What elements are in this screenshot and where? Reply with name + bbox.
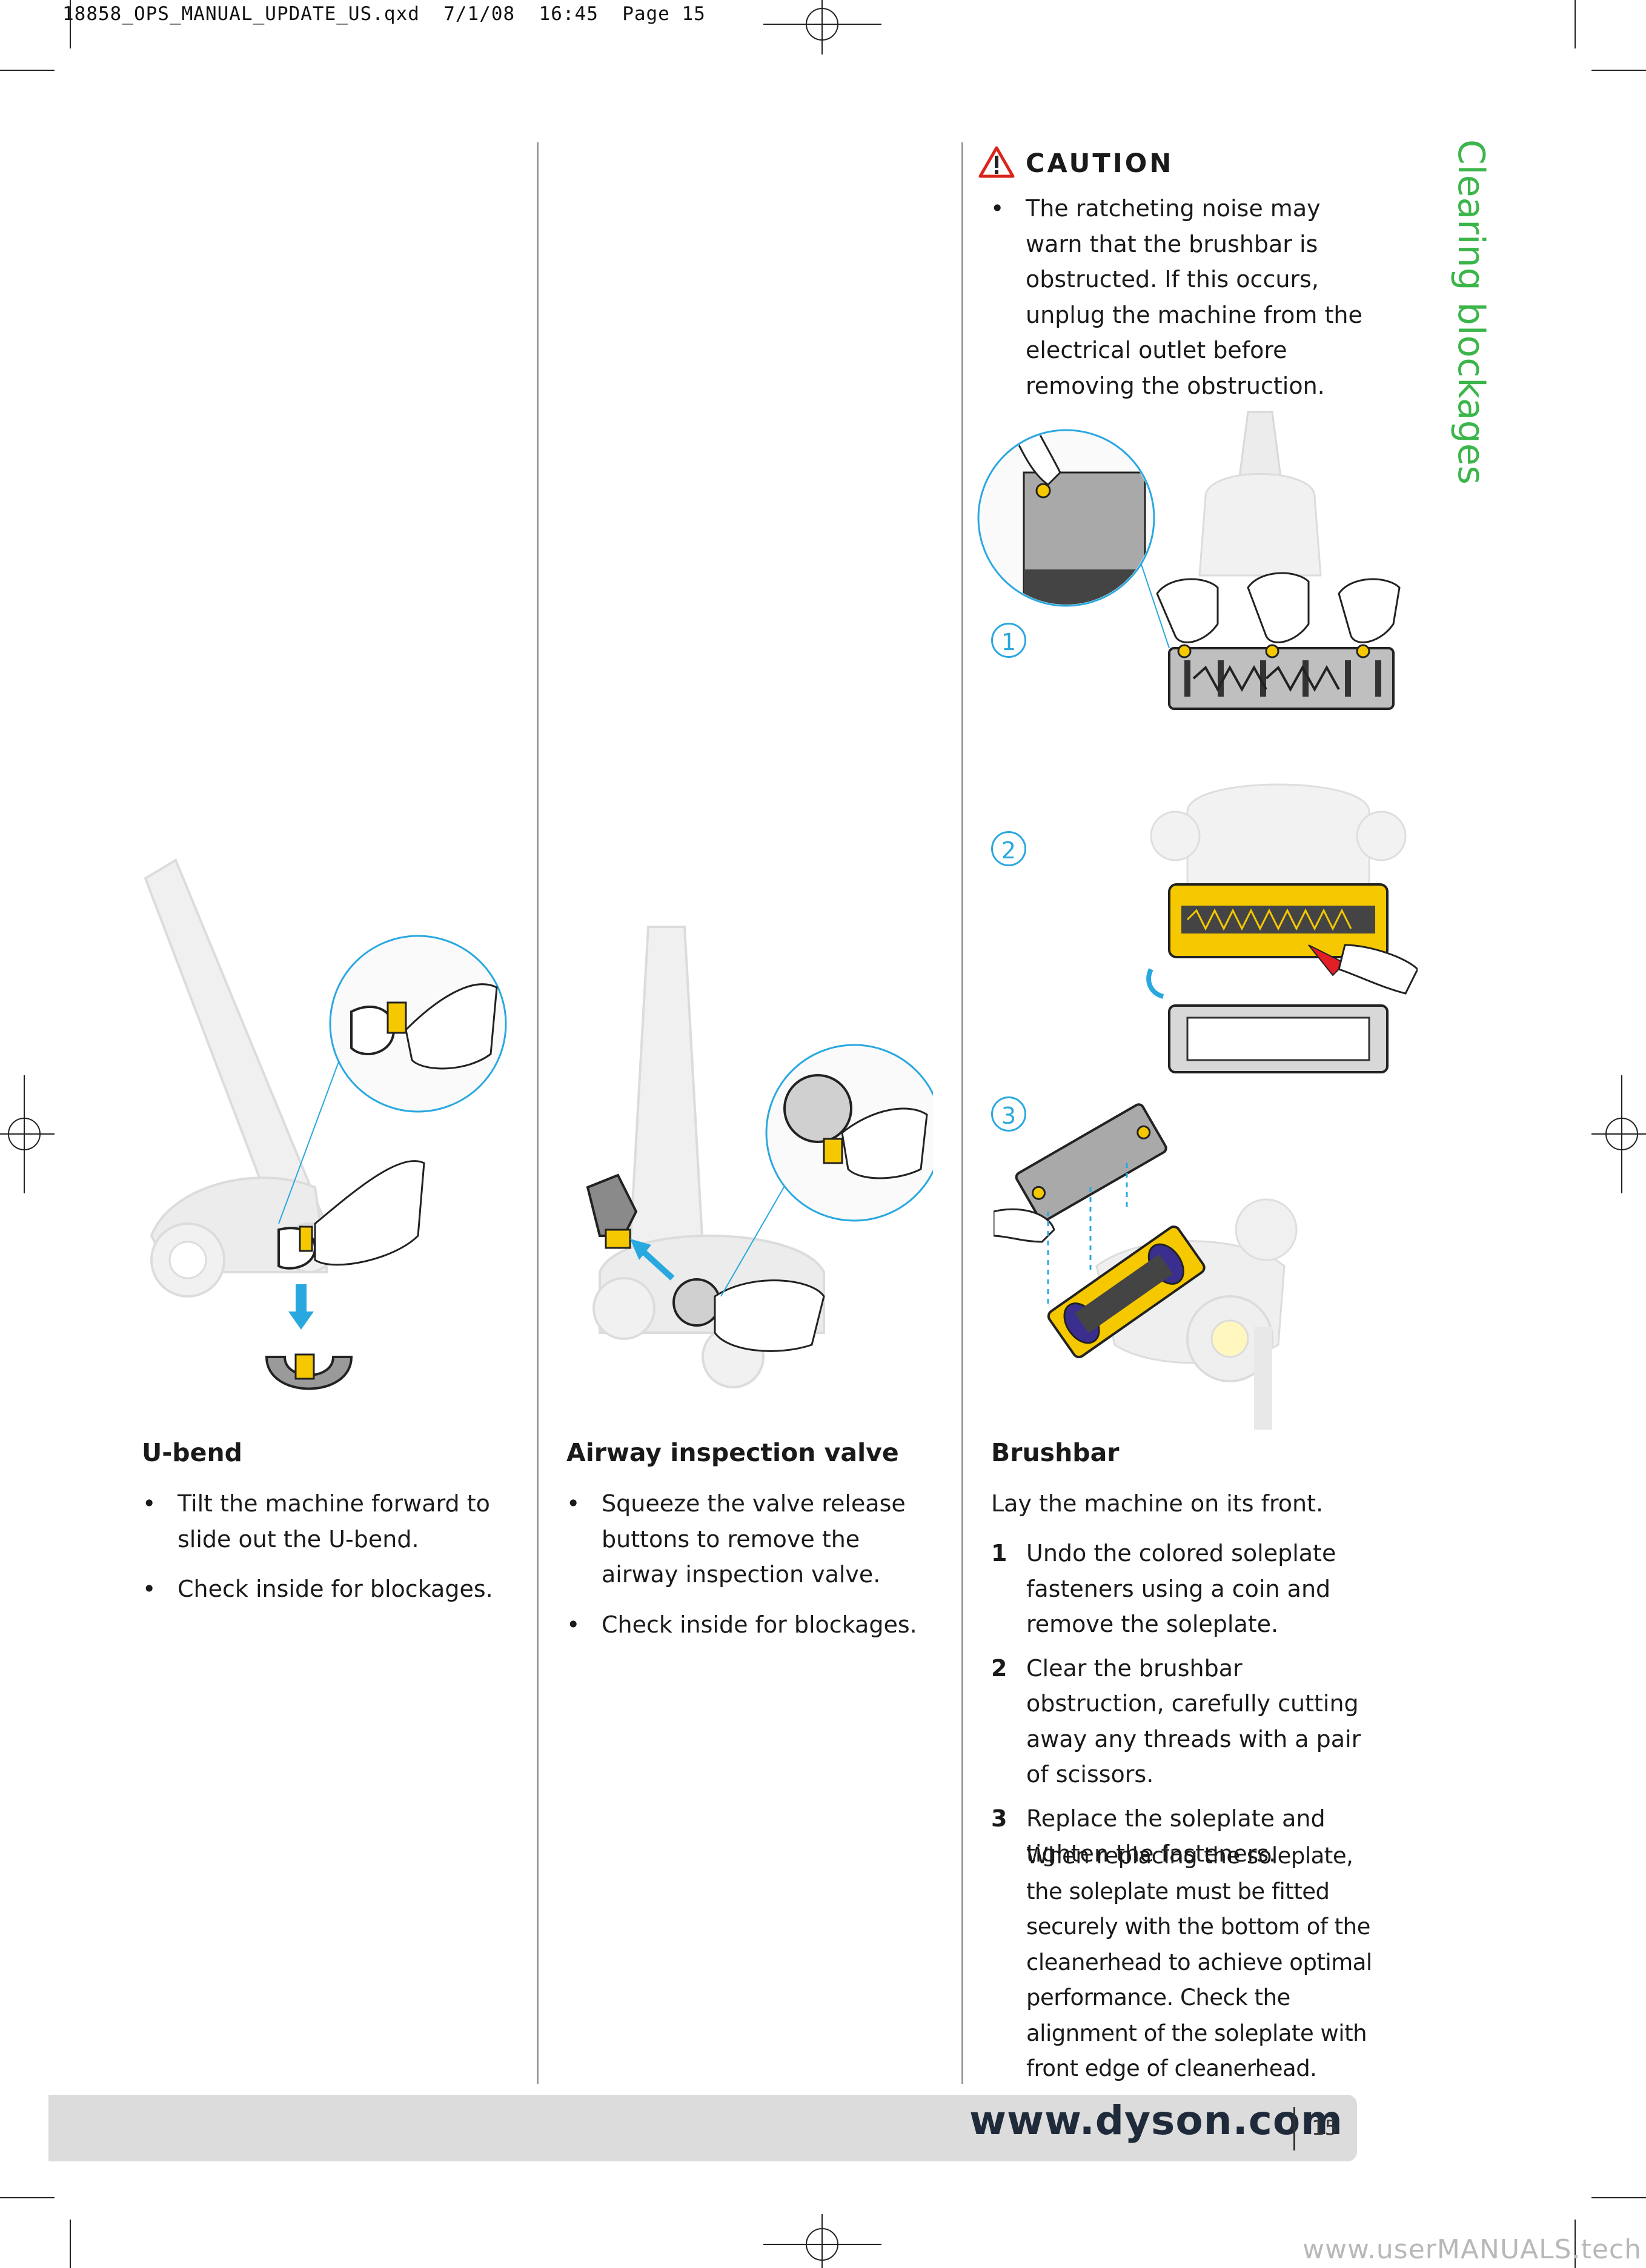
- arrow-down-icon: [288, 1311, 314, 1330]
- list-item: Check inside for blockages.: [566, 1607, 942, 1643]
- airway-list: Squeeze the valve release buttons to rem…: [566, 1486, 942, 1657]
- page-number: 15: [1312, 2116, 1338, 2140]
- brushbar-heading: Brushbar: [991, 1438, 1120, 1467]
- airway-heading: Airway inspection valve: [566, 1438, 899, 1467]
- ubend-heading: U-bend: [142, 1438, 243, 1467]
- soleplate-removal-illustration: [977, 411, 1401, 710]
- step-badge-3: 3: [991, 1096, 1026, 1132]
- footer-url[interactable]: www.dyson.com: [969, 2097, 1343, 2144]
- warning-triangle-icon: [978, 146, 1015, 178]
- list-item: Check inside for blockages.: [142, 1571, 506, 1607]
- caution-list: The ratcheting noise may warn that the b…: [991, 191, 1378, 418]
- section-title: Clearing blockages: [1450, 139, 1492, 485]
- brushbar-note: When replacing the soleplate, the solepl…: [1026, 1843, 1372, 2081]
- step-badge-2: 2: [991, 831, 1026, 866]
- footer-divider: [1293, 2107, 1295, 2150]
- column-divider: [961, 142, 963, 2084]
- soleplate-replace-illustration: [994, 1103, 1298, 1430]
- ubend-illustration: [144, 858, 507, 1390]
- print-header: 18858_OPS_MANUAL_UPDATE_US.qxd 7/1/08 16…: [62, 3, 706, 25]
- brushbar-intro: Lay the machine on its front.: [991, 1490, 1324, 1517]
- brushbar-cutting-illustration: [1146, 783, 1418, 1073]
- caution-text: The ratcheting noise may warn that the b…: [991, 191, 1378, 403]
- list-item: Squeeze the valve release buttons to rem…: [566, 1486, 942, 1593]
- ubend-list: Tilt the machine forward to slide out th…: [142, 1486, 506, 1622]
- airway-valve-illustration: [586, 926, 933, 1388]
- caution-heading: CAUTION: [1026, 148, 1174, 179]
- watermark: www.userMANUALS.tech: [1303, 2234, 1642, 2265]
- rotate-arrow-icon: [1146, 968, 1164, 999]
- footer-bar: [48, 2095, 1357, 2161]
- step-badge-1: 1: [991, 623, 1026, 658]
- column-divider: [537, 142, 539, 2084]
- list-item: Tilt the machine forward to slide out th…: [142, 1486, 506, 1557]
